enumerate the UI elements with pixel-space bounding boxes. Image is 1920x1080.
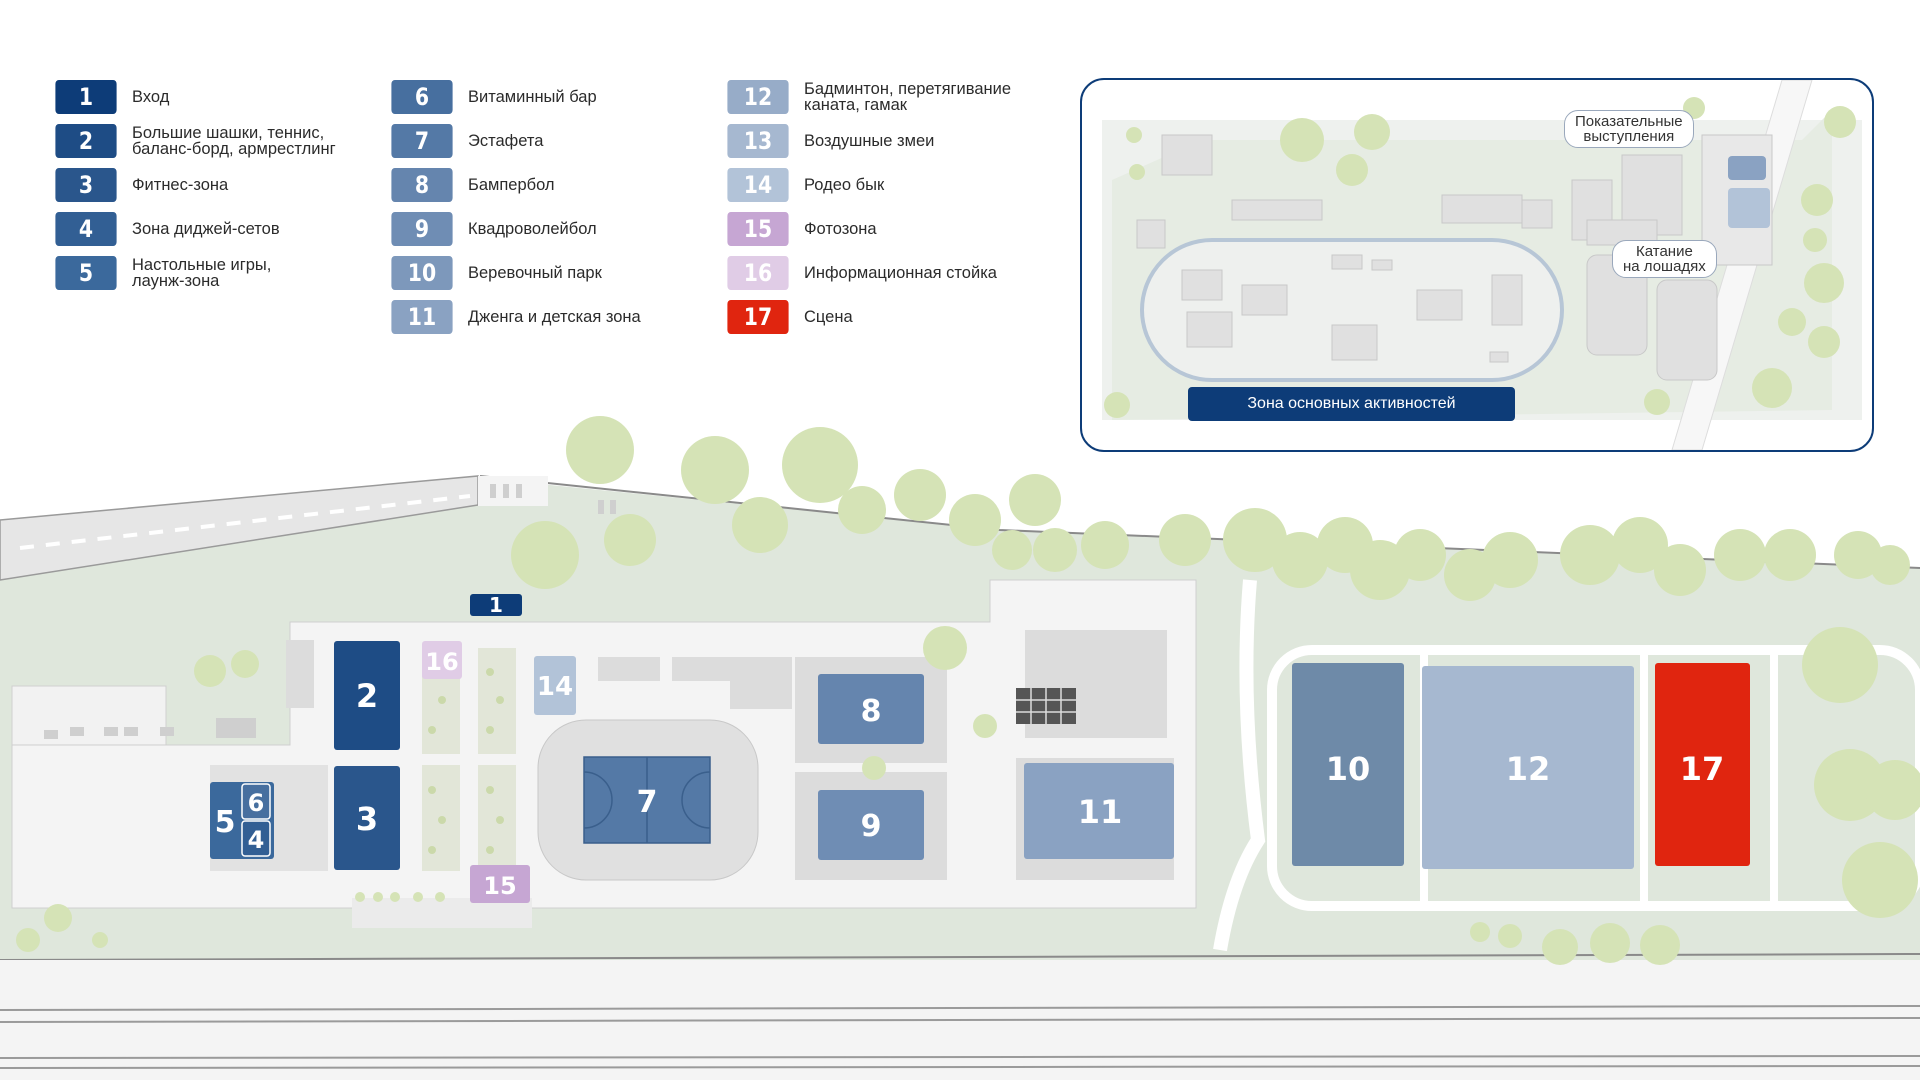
legend-label-6: Витаминный бар xyxy=(468,88,597,106)
legend-item-4[interactable]: 4 Зона диджей-сетов xyxy=(50,212,382,246)
legend-label-15: Фотозона xyxy=(804,220,877,238)
legend-label-4: Зона диджей-сетов xyxy=(132,220,280,238)
legend-label-2: Большие шашки, теннис, баланс-борд, армр… xyxy=(132,124,336,158)
zone-2-label: 2 xyxy=(356,677,378,715)
overview-map xyxy=(1102,80,1862,450)
legend-badge-9: 9 xyxy=(391,212,453,246)
zone-5-label: 5 xyxy=(215,805,236,840)
zone-9-label: 9 xyxy=(861,809,882,844)
zone-11-label: 11 xyxy=(1078,793,1123,831)
zone-3[interactable]: 3 xyxy=(334,766,400,870)
overview-inset: Показательные выступления Катание на лош… xyxy=(1080,78,1874,452)
zone-6[interactable]: 6 xyxy=(241,783,271,820)
zone-6-label: 6 xyxy=(248,789,265,817)
zone-8[interactable]: 8 xyxy=(818,674,924,744)
legend-item-16[interactable]: 16 Информационная стойка xyxy=(722,256,1054,290)
zone-15[interactable]: 15 xyxy=(470,865,530,903)
legend-label-14: Родео бык xyxy=(804,176,885,194)
zone-11[interactable]: 11 xyxy=(1024,763,1174,859)
legend-badge-14: 14 xyxy=(727,168,789,202)
zone-4-label: 4 xyxy=(248,826,265,854)
legend-item-6[interactable]: 6 Витаминный бар xyxy=(386,80,718,114)
zone-15-label: 15 xyxy=(483,872,516,900)
zone-7-label: 7 xyxy=(637,785,658,820)
legend-badge-12: 12 xyxy=(727,80,789,114)
legend-badge-7: 7 xyxy=(391,124,453,158)
legend-label-10: Веревочный парк xyxy=(468,264,602,282)
legend-label-9: Квадроволейбол xyxy=(468,220,597,238)
legend-badge-1: 1 xyxy=(55,80,117,114)
legend-badge-2: 2 xyxy=(55,124,117,158)
legend-item-15[interactable]: 15 Фотозона xyxy=(722,212,1054,246)
zone-3-label: 3 xyxy=(356,800,378,838)
zone-1[interactable]: 1 xyxy=(470,593,522,617)
legend-item-17[interactable]: 17 Сцена xyxy=(722,300,1054,334)
overview-tag-horses: Катание на лошадях xyxy=(1612,240,1717,278)
legend-label-16: Информационная стойка xyxy=(804,264,997,282)
trees xyxy=(16,416,1920,965)
legend-label-3: Фитнес-зона xyxy=(132,176,229,194)
legend-item-14[interactable]: 14 Родео бык xyxy=(722,168,1054,202)
legend-label-8: Бампербол xyxy=(468,176,555,194)
zone-16-label: 16 xyxy=(425,648,458,676)
legend-badge-5: 5 xyxy=(55,256,117,290)
legend-item-2[interactable]: 2 Большие шашки, теннис, баланс-борд, ар… xyxy=(50,124,432,158)
main-zone-label[interactable]: Зона основных активностей xyxy=(1188,387,1515,421)
zone-8-label: 8 xyxy=(861,694,882,729)
legend-label-11: Дженга и детская зона xyxy=(468,308,641,326)
zone-17-label: 17 xyxy=(1680,750,1725,788)
zone-10-label: 10 xyxy=(1326,750,1371,788)
legend-badge-17: 17 xyxy=(727,300,789,334)
overview-tag-shows: Показательные выступления xyxy=(1564,110,1694,148)
legend-item-1[interactable]: 1 Вход xyxy=(50,80,382,114)
legend-item-12[interactable]: 12 Бадминтон, перетягивание каната, гама… xyxy=(722,80,1074,114)
legend-badge-15: 15 xyxy=(727,212,789,246)
legend-item-9[interactable]: 9 Квадроволейбол xyxy=(386,212,718,246)
legend-label-5: Настольные игры, лаунж-зона xyxy=(132,256,272,290)
legend-badge-8: 8 xyxy=(391,168,453,202)
legend-item-11[interactable]: 11 Дженга и детская зона xyxy=(386,300,718,334)
legend-label-17: Сцена xyxy=(804,308,853,326)
legend-badge-10: 10 xyxy=(391,256,453,290)
legend: 1 Вход 2 Большие шашки, теннис, баланс-б… xyxy=(0,0,1060,340)
legend-label-12: Бадминтон, перетягивание каната, гамак xyxy=(804,80,1012,114)
legend-item-10[interactable]: 10 Веревочный парк xyxy=(386,256,718,290)
zone-7[interactable]: 7 xyxy=(583,756,711,844)
zone-4[interactable]: 4 xyxy=(241,820,271,857)
zone-12-label: 12 xyxy=(1506,750,1551,788)
zone-10[interactable]: 10 xyxy=(1292,663,1404,866)
zone-12[interactable]: 12 xyxy=(1422,666,1634,869)
legend-item-7[interactable]: 7 Эстафета xyxy=(386,124,718,158)
zone-2[interactable]: 2 xyxy=(334,641,400,750)
zone-14[interactable]: 14 xyxy=(534,656,576,715)
zone-9[interactable]: 9 xyxy=(818,790,924,860)
legend-label-7: Эстафета xyxy=(468,132,544,150)
legend-label-1: Вход xyxy=(132,88,170,106)
zone-1-label: 1 xyxy=(489,593,503,617)
legend-label-13: Воздушные змеи xyxy=(804,132,935,150)
zone-14-label: 14 xyxy=(537,672,573,702)
legend-badge-6: 6 xyxy=(391,80,453,114)
zone-16[interactable]: 16 xyxy=(422,641,462,679)
east-field-path xyxy=(1213,579,1266,952)
legend-badge-13: 13 xyxy=(727,124,789,158)
legend-item-8[interactable]: 8 Бампербол xyxy=(386,168,718,202)
overview-track xyxy=(1140,238,1564,382)
legend-item-5[interactable]: 5 Настольные игры, лаунж-зона xyxy=(50,256,382,290)
legend-badge-16: 16 xyxy=(727,256,789,290)
legend-item-13[interactable]: 13 Воздушные змеи xyxy=(722,124,1054,158)
legend-badge-4: 4 xyxy=(55,212,117,246)
zone-17[interactable]: 17 xyxy=(1655,663,1750,866)
legend-badge-11: 11 xyxy=(391,300,453,334)
legend-item-3[interactable]: 3 Фитнес-зона xyxy=(50,168,382,202)
legend-badge-3: 3 xyxy=(55,168,117,202)
